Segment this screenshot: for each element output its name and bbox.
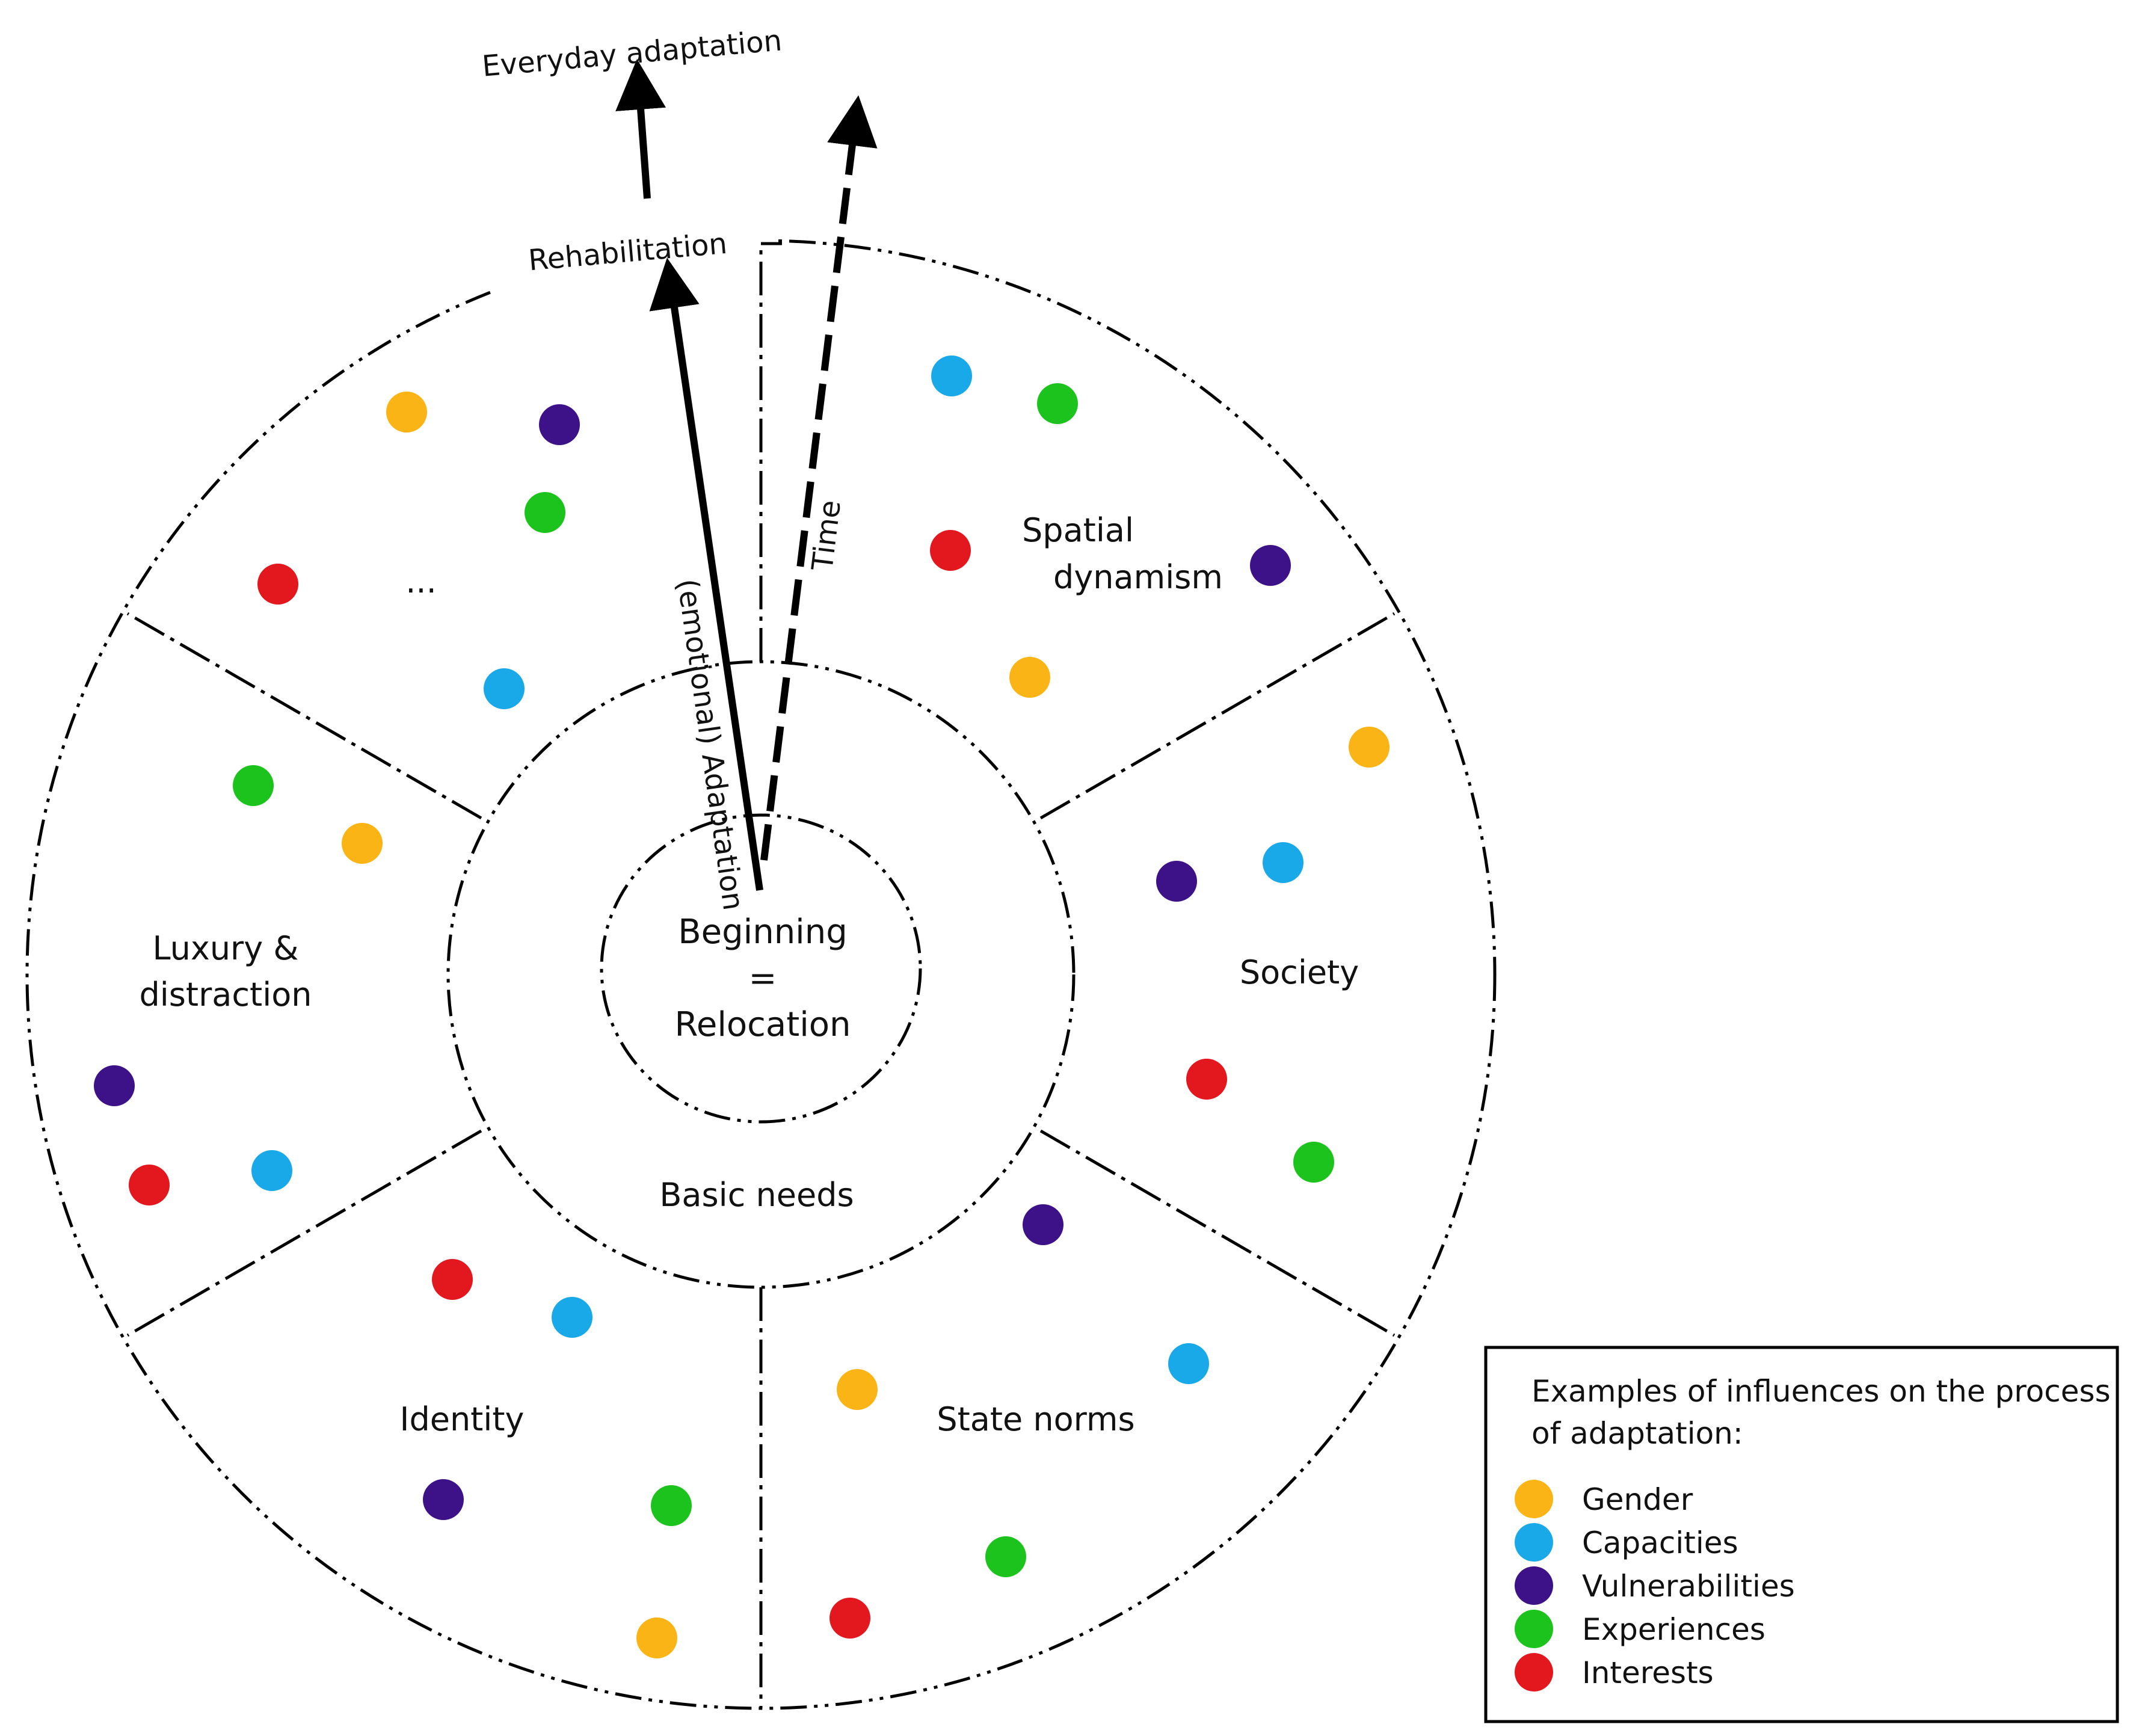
time-label: Time	[805, 498, 848, 573]
experiences-dot	[1037, 383, 1078, 424]
basic-needs-label: Basic needs	[659, 1176, 854, 1214]
center-label-line-1: Beginning	[678, 913, 848, 952]
capacities-dot	[931, 356, 972, 396]
divider-upper-right	[1039, 612, 1396, 820]
legend-experiences-swatch	[1515, 1610, 1553, 1648]
interests-dot	[830, 1598, 870, 1639]
interests-dot	[1186, 1059, 1227, 1100]
capacities-dot	[552, 1297, 592, 1338]
interests-dot	[129, 1165, 170, 1205]
segment-spatial-label-line-2: dynamism	[1053, 558, 1223, 596]
capacities-dot	[1263, 842, 1304, 883]
legend-gender-label: Gender	[1582, 1482, 1693, 1517]
everyday-adaptation-label: Everyday adaptation	[481, 23, 783, 83]
legend-box	[1484, 1346, 2119, 1723]
time-arrow	[760, 95, 878, 861]
vulnerabilities-dot	[94, 1065, 135, 1106]
segment-state-norms-label: State norms	[937, 1400, 1134, 1438]
center-label-line-3: Relocation	[674, 1005, 851, 1044]
legend-gender-swatch	[1515, 1480, 1553, 1518]
experiences-dot	[1293, 1142, 1334, 1183]
divider-lower-right	[1039, 1129, 1396, 1337]
adaptation-arrow	[649, 257, 763, 891]
experiences-dot	[233, 765, 274, 806]
capacities-dot	[484, 668, 525, 709]
segment-luxury-label-line-2: distraction	[139, 976, 312, 1014]
divider-upper-left	[126, 612, 482, 820]
beginning-circle	[600, 813, 922, 1124]
legend-vulnerabilities-label: Vulnerabilities	[1582, 1569, 1795, 1604]
segment-identity-label: Identity	[400, 1400, 525, 1438]
legend: Examples of influences on the process of…	[1484, 1346, 2119, 1723]
legend-interests-label: Interests	[1582, 1655, 1714, 1690]
capacities-dot	[1168, 1343, 1209, 1384]
legend-capacities-swatch	[1515, 1523, 1553, 1562]
legend-capacities-label: Capacities	[1582, 1525, 1738, 1560]
gender-dot	[636, 1617, 677, 1658]
outer-ring-gap	[493, 211, 776, 295]
segment-spatial-label-line-1: Spatial	[1022, 511, 1134, 549]
gender-dot	[1349, 727, 1390, 768]
legend-title-line-2: of adaptation:	[1531, 1416, 1743, 1451]
gender-dot	[1009, 657, 1050, 698]
gender-dot	[386, 392, 427, 432]
experiences-dot	[651, 1485, 692, 1526]
capacities-dot	[251, 1150, 292, 1191]
interests-dot	[432, 1259, 473, 1300]
experiences-dot	[525, 492, 565, 533]
experiences-dot	[985, 1536, 1026, 1577]
gender-dot	[342, 823, 383, 864]
segment-luxury-label-line-1: Luxury &	[153, 929, 299, 967]
vulnerabilities-dot	[1023, 1204, 1063, 1245]
interests-dot	[930, 530, 971, 571]
vulnerabilities-dot	[1156, 861, 1197, 902]
interests-dot	[257, 564, 298, 605]
legend-experiences-label: Experiences	[1582, 1612, 1765, 1647]
divider-lower-left	[126, 1129, 482, 1337]
vulnerabilities-dot	[423, 1479, 464, 1520]
segment-society-label: Society	[1240, 953, 1359, 991]
legend-title-line-1: Examples of influences on the process	[1531, 1374, 2111, 1409]
center-label-line-2: =	[749, 959, 777, 998]
gender-dot	[837, 1369, 878, 1410]
everyday-adaptation-arrow	[615, 59, 666, 199]
legend-vulnerabilities-swatch	[1515, 1566, 1553, 1605]
influence-dots	[94, 356, 1390, 1658]
segment-other-label: ...	[405, 562, 437, 600]
legend-interests-swatch	[1515, 1653, 1553, 1691]
vulnerabilities-dot	[1250, 545, 1291, 586]
vulnerabilities-dot	[539, 404, 580, 445]
